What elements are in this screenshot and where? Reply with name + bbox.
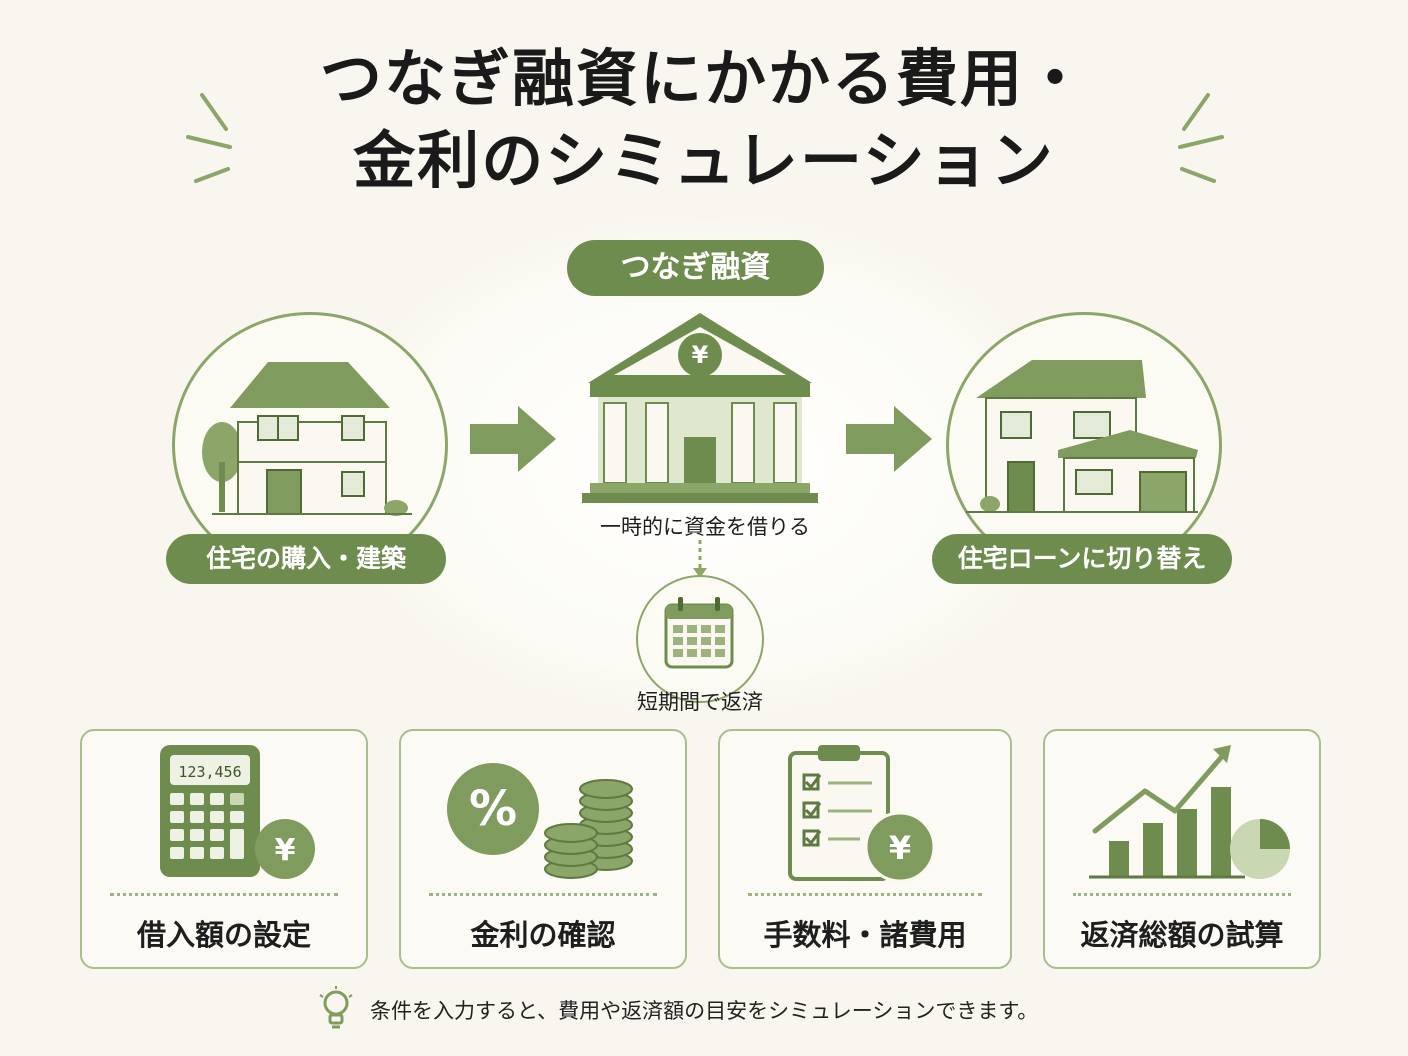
borrow-caption: 一時的に資金を借りる <box>600 515 810 539</box>
calendar-circle <box>636 575 764 703</box>
purchase-house-circle <box>172 312 448 578</box>
yen-symbol: ¥ <box>889 829 911 867</box>
mortgage-switch-label: 住宅ローンに切り替え <box>932 534 1232 584</box>
house-with-garage-icon <box>966 360 1198 513</box>
arrow-right-icon <box>846 406 932 472</box>
repay-caption: 短期間で返済 <box>637 690 763 714</box>
right-sparkle-icon <box>1178 93 1224 183</box>
card-label: 金利の確認 <box>470 918 616 952</box>
house-icon <box>202 362 412 516</box>
card-divider <box>748 893 982 896</box>
bank-icon: ¥ <box>582 313 818 503</box>
left-sparkle-icon <box>186 93 232 183</box>
purchase-label: 住宅の購入・建築 <box>166 534 446 584</box>
percent-symbol: % <box>469 781 517 837</box>
footer-text: 条件を入力すると、費用や返済額の目安をシミュレーションできます。 <box>370 999 1039 1023</box>
card-fees[interactable]: ¥ 手数料・諸費用 <box>718 729 1012 969</box>
card-interest-rate[interactable]: % 金利の確認 <box>399 729 687 969</box>
calculator-icon: 123,456 ¥ <box>160 745 315 879</box>
card-divider <box>1073 893 1291 896</box>
card-divider <box>429 893 657 896</box>
page-title: つなぎ融資にかかる費用・ 金利のシミュレーション <box>0 38 1408 202</box>
dashed-arrow-down-icon <box>693 540 707 578</box>
card-divider <box>110 893 338 896</box>
arrow-right-icon <box>470 406 556 472</box>
card-loan-amount[interactable]: 123,456 ¥ 借入額の設定 <box>80 729 368 969</box>
footer-note: 条件を入力すると、費用や返済額の目安をシミュレーションできます。 <box>316 985 1116 1031</box>
yen-symbol: ¥ <box>275 833 296 868</box>
card-label: 借入額の設定 <box>136 918 311 952</box>
clipboard-yen-icon: ¥ <box>788 745 936 883</box>
bank-yen-symbol: ¥ <box>692 341 709 369</box>
calendar-icon <box>664 597 734 669</box>
lightbulb-icon <box>319 986 353 1029</box>
card-label: 手数料・諸費用 <box>763 918 967 952</box>
bridge-loan-label: つなぎ融資 <box>567 240 824 296</box>
title-line-2: 金利のシミュレーション <box>353 124 1055 197</box>
card-total-repayment[interactable]: 返済総額の試算 <box>1043 729 1321 969</box>
percent-coins-icon: % <box>447 763 633 879</box>
card-label: 返済総額の試算 <box>1080 918 1284 952</box>
bar-chart-growth-icon <box>1089 745 1290 879</box>
calculator-display: 123,456 <box>178 763 241 781</box>
mortgage-house-circle <box>946 312 1222 578</box>
title-line-1: つなぎ融資にかかる費用・ <box>319 42 1088 115</box>
